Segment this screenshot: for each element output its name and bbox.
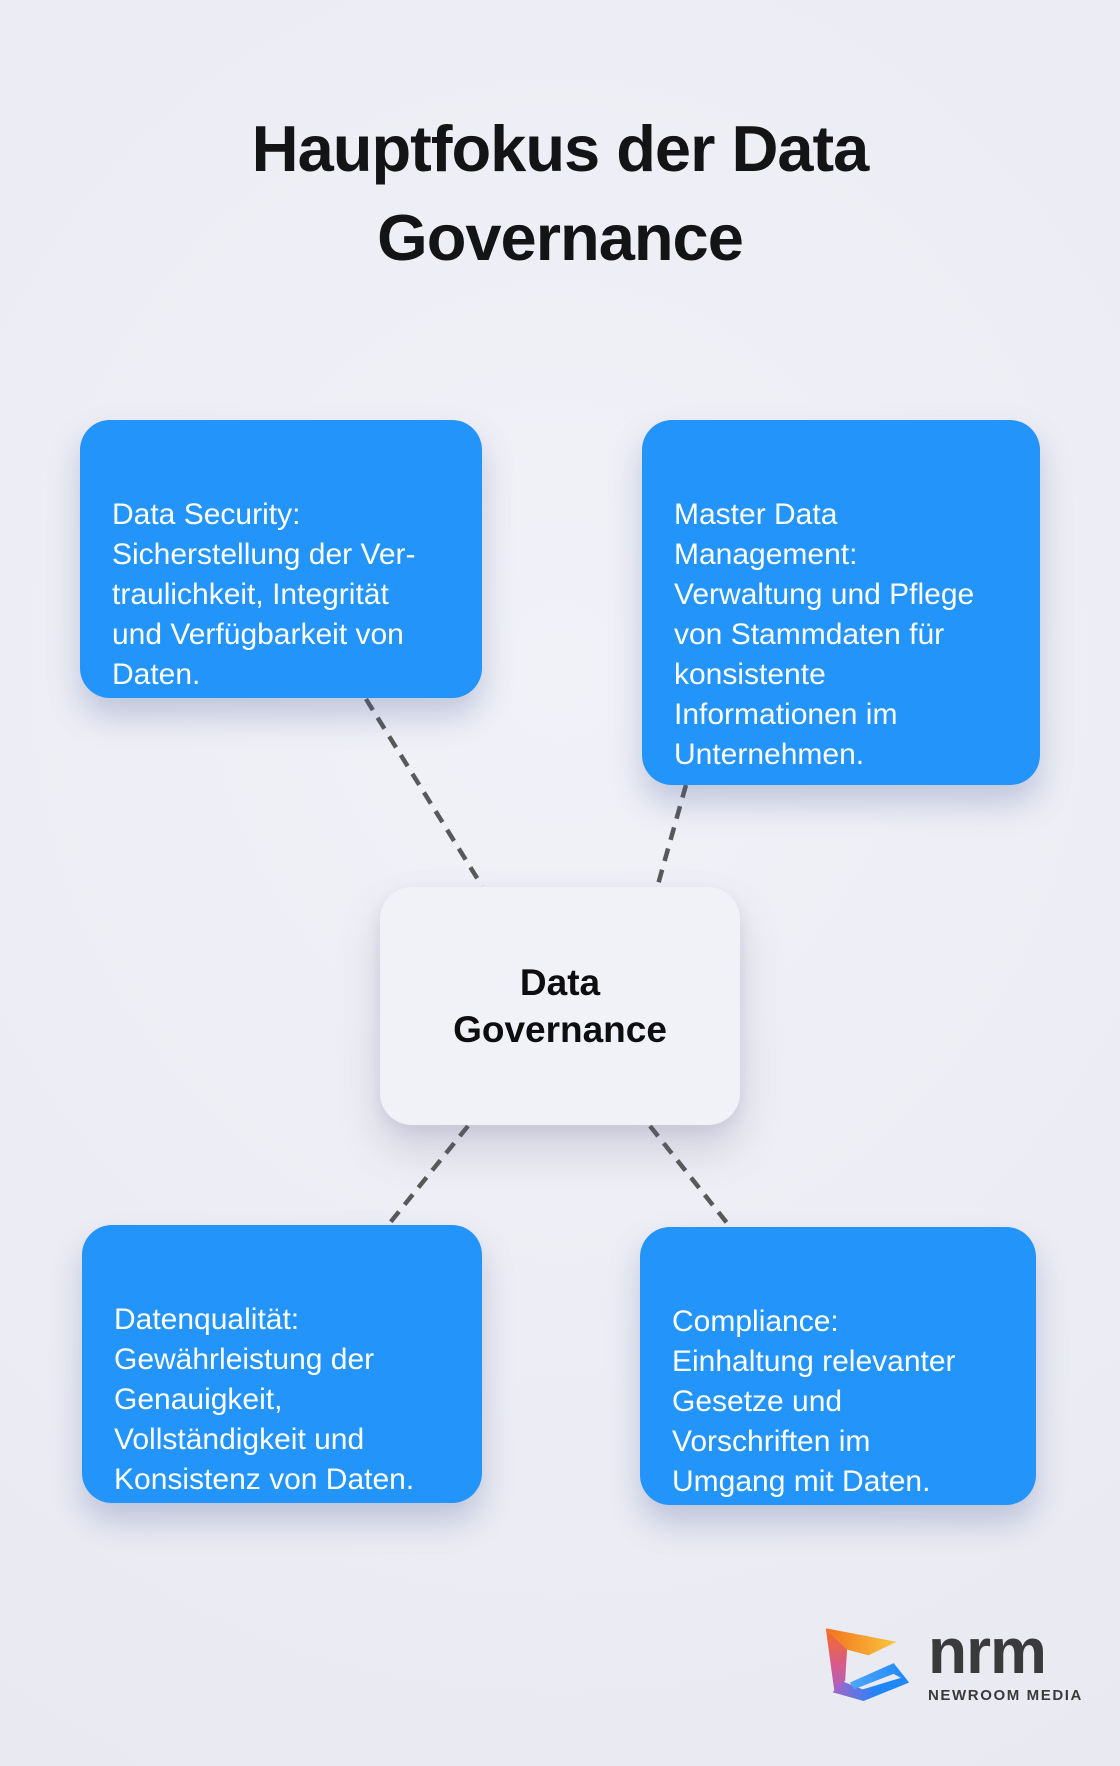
connector-top-right bbox=[654, 784, 689, 889]
node-master-data-management-text: Master Data Management: Verwaltung und P… bbox=[674, 498, 975, 771]
node-datenqualitaet-text: Datenqualität: Gewährleistung der Genaui… bbox=[114, 1303, 415, 1496]
connector-top-left bbox=[364, 697, 484, 888]
node-data-security: Data Security: Sicherstellung der Ver- t… bbox=[80, 420, 482, 698]
node-master-data-management: Master Data Management: Verwaltung und P… bbox=[642, 420, 1040, 785]
connector-bottom-right bbox=[648, 1124, 733, 1230]
logo-brand: nrm bbox=[928, 1615, 1047, 1687]
node-datenqualitaet: Datenqualität: Gewährleistung der Genaui… bbox=[82, 1225, 482, 1503]
newroom-media-logo: nrm NEWROOM MEDIA bbox=[818, 1615, 1083, 1714]
connector-bottom-left bbox=[387, 1124, 470, 1226]
center-node-label: Data Governance bbox=[453, 962, 667, 1050]
nrm-logo-icon bbox=[825, 1628, 910, 1701]
page-title: Hauptfokus der Data Governance bbox=[251, 112, 870, 274]
node-compliance: Compliance: Einhaltung relevanter Gesetz… bbox=[640, 1227, 1036, 1505]
center-node-data-governance: Data Governance bbox=[380, 887, 740, 1125]
node-compliance-text: Compliance: Einhaltung relevanter Gesetz… bbox=[672, 1305, 956, 1498]
logo-subtitle: NEWROOM MEDIA bbox=[928, 1687, 1083, 1704]
node-data-security-text: Data Security: Sicherstellung der Ver- t… bbox=[112, 498, 416, 691]
logo-text-block: nrm NEWROOM MEDIA bbox=[928, 1615, 1083, 1704]
